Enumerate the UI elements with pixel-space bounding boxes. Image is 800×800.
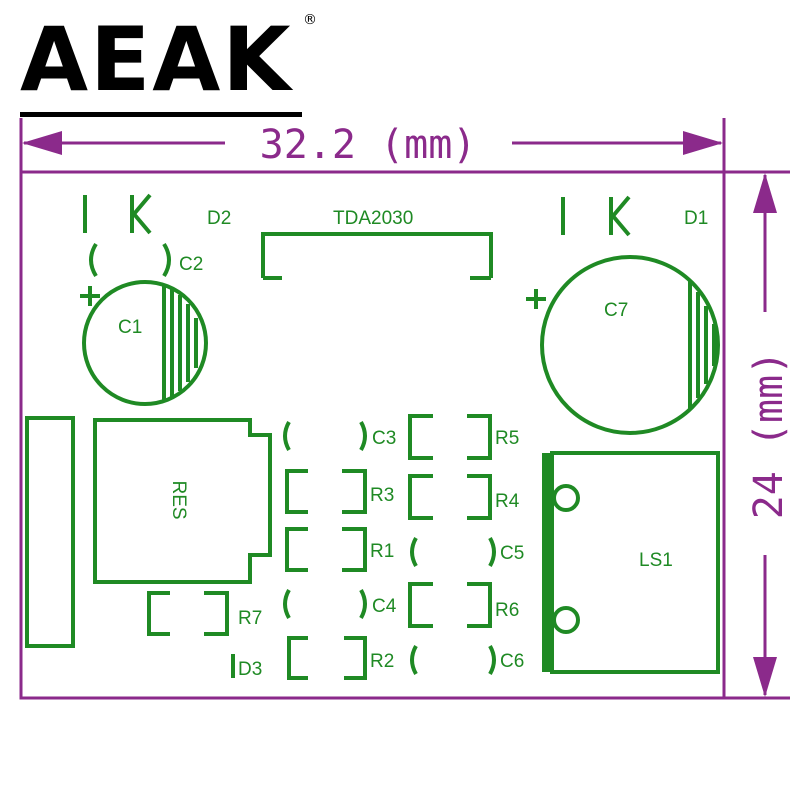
capacitor-c2 — [89, 242, 171, 278]
capacitor-c7 — [526, 255, 720, 435]
width-dimension — [19, 118, 726, 172]
capacitor-c3 — [283, 421, 367, 451]
label-c5: C5 — [500, 543, 524, 564]
capacitor-c1 — [80, 280, 208, 406]
capacitor-c4 — [283, 589, 367, 619]
speaker-ls1 — [542, 451, 720, 674]
label-r3: R3 — [370, 485, 394, 506]
diode-d2 — [83, 193, 152, 235]
resistor-r4 — [408, 474, 492, 520]
width-label: 32.2 (mm) — [260, 122, 477, 168]
label-res: RES — [168, 480, 189, 519]
resistor-r5 — [408, 414, 492, 460]
label-r2: R2 — [370, 651, 394, 672]
resistor-r7 — [147, 591, 229, 636]
label-c7: C7 — [604, 300, 628, 321]
label-c4: C4 — [372, 596, 397, 617]
height-label: 24 (mm) — [746, 351, 792, 520]
label-d3: D3 — [238, 659, 262, 680]
capacitor-c6 — [410, 645, 496, 675]
label-d2: D2 — [207, 208, 231, 229]
label-c3: C3 — [372, 428, 396, 449]
label-ls1: LS1 — [639, 550, 673, 571]
label-ic: TDA2030 — [333, 208, 413, 229]
logo-text: AEAK — [20, 8, 293, 111]
brand-logo: AEAK ® — [20, 8, 317, 120]
logo-underline — [20, 112, 302, 117]
diode-d1 — [561, 195, 631, 237]
resistor-r2 — [287, 636, 367, 680]
capacitor-c5 — [410, 537, 496, 567]
board-outline — [19, 170, 726, 700]
label-c6: C6 — [500, 651, 524, 672]
label-c1: C1 — [118, 317, 142, 338]
connector-left — [25, 416, 75, 648]
label-r4: R4 — [495, 491, 520, 512]
label-d1: D1 — [684, 208, 708, 229]
label-r7: R7 — [238, 608, 262, 629]
resistor-r1 — [285, 527, 367, 572]
label-r5: R5 — [495, 428, 519, 449]
label-r1: R1 — [370, 541, 394, 562]
potentiometer-res — [93, 418, 272, 584]
resistor-r3 — [285, 469, 367, 514]
registered-mark: ® — [303, 12, 317, 28]
height-dimension — [724, 170, 790, 700]
resistor-r6 — [408, 582, 492, 628]
label-c2: C2 — [179, 254, 203, 275]
ic-tda2030-outline — [261, 232, 493, 278]
label-r6: R6 — [495, 600, 519, 621]
